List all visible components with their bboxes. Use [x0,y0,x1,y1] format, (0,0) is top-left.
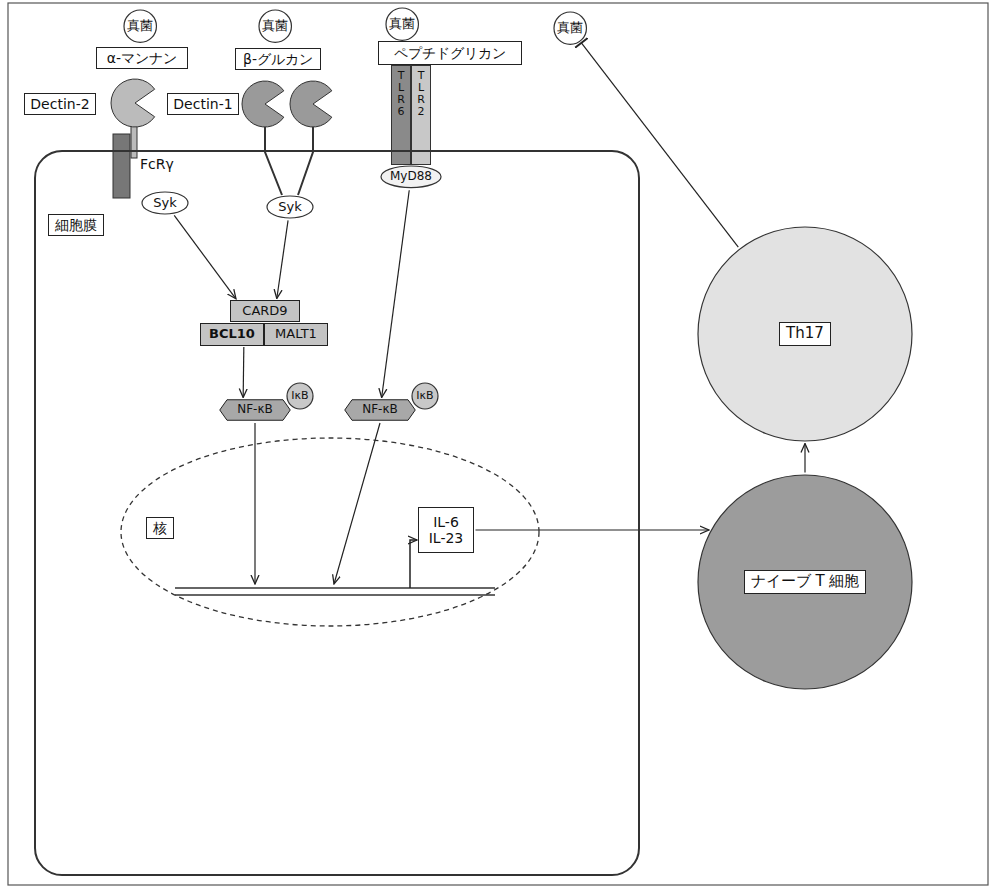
nfkb-hexagon: NF-κB [219,399,291,421]
node-text: MyD88 [390,170,432,184]
dectin1-receptor [242,81,284,127]
th17-cell: Th17 [697,226,913,442]
node-outline [120,437,540,627]
signal-complex-box: MALT1 [264,323,328,346]
signal-complex-box: CARD9 [230,300,300,322]
ikb-circle: IκB [411,382,439,410]
node-text: 真菌 [389,17,415,32]
cytokine-box: IL-6 IL-23 [418,507,474,553]
node-text: TLR6 [396,70,407,118]
fcr-gamma-chain [113,134,130,198]
node-text: IκB [291,390,308,403]
node-text: IL-6 IL-23 [424,514,468,546]
dectin-stalk [131,124,137,158]
node-text: 細胞膜 [48,214,104,236]
node-text: MALT1 [275,327,317,342]
label-text: FcRγ [140,156,174,172]
node-text: NF-κB [362,403,398,417]
ellipse-shape [142,192,188,214]
signal-arrow [174,215,236,298]
node-text: BCL10 [209,327,255,342]
node-text: 真菌 [127,19,153,34]
signal-arrow [277,220,288,298]
dectin1-receptor [290,81,332,127]
node-text: 真菌 [262,19,288,34]
nucleus-outline: 核 IL-6 IL-23 [120,437,540,627]
ligand-box: β-グルカン [235,48,321,70]
signal-arrow [476,529,709,530]
fungus-circle: 真菌 [123,9,157,43]
dectin2-receptor [111,79,155,127]
syk-kinase: Syk [266,195,314,219]
dectin-stalk [265,127,282,195]
dna-strand [175,594,495,596]
node-text: Syk [278,200,301,215]
fungus-circle: 真菌 [553,11,587,45]
ellipse-shape [259,10,291,42]
hexagon-shape [345,400,416,421]
node-text: IκB [416,390,433,403]
ligand-box: ペプチドグリカン [378,41,522,65]
nucleus-shape [121,438,539,626]
node-text: Th17 [779,322,831,345]
receptor-name-box: Dectin-1 [167,93,238,115]
receptor-name-box: Dectin-2 [24,93,95,115]
translocation-arrow [254,423,255,584]
ellipse-shape [698,475,912,689]
node-text: ナイーブ T 細胞 [744,570,867,593]
ikb-circle: IκB [286,382,314,410]
node-text: Syk [153,196,176,211]
node-text: TLR2 [416,70,427,118]
hexagon-shape [220,400,291,421]
ellipse-shape [267,196,313,218]
translocation-arrow [334,423,380,584]
ligand-box: α-マンナン [96,47,188,69]
naive-t-cell: ナイーブ T 細胞 [697,474,913,690]
ellipse-shape [698,227,912,441]
ellipse-shape [412,383,438,409]
dna-strand [175,587,495,589]
node-text: CARD9 [242,304,287,319]
node-text: 核 [146,517,174,539]
ellipse-shape [124,10,156,42]
cell-outline: 細胞膜 Syk Syk MyD88CARD9BCL10 MALT1NF-κB IκB NF-… [34,150,640,876]
node-text: 真菌 [557,21,583,36]
node-text: ペプチドグリカン [394,45,506,61]
ellipse-shape [287,383,313,409]
fungus-circle: 真菌 [258,9,292,43]
node-text: Dectin-1 [173,96,232,112]
nfkb-hexagon: NF-κB [344,399,416,421]
promoter-arrow [410,540,417,588]
dectin-stalk [298,127,313,195]
signal-arrow [243,347,245,398]
ellipse-shape [381,166,441,188]
figure-frame [8,3,988,885]
node-text: α-マンナン [107,50,177,66]
node-text: NF-κB [237,403,273,417]
fungus-circle: 真菌 [385,7,419,41]
signal-arrow [581,43,738,247]
adaptor-ellipse: MyD88 [380,165,442,189]
node-text: Dectin-2 [30,96,89,112]
syk-kinase: Syk [141,191,189,215]
ellipse-shape [554,12,586,44]
node-text: β-グルカン [243,51,313,67]
signal-arrow [382,190,410,397]
signal-arrow [804,444,805,473]
ellipse-shape [386,8,418,40]
signal-complex-box: BCL10 [200,323,264,346]
